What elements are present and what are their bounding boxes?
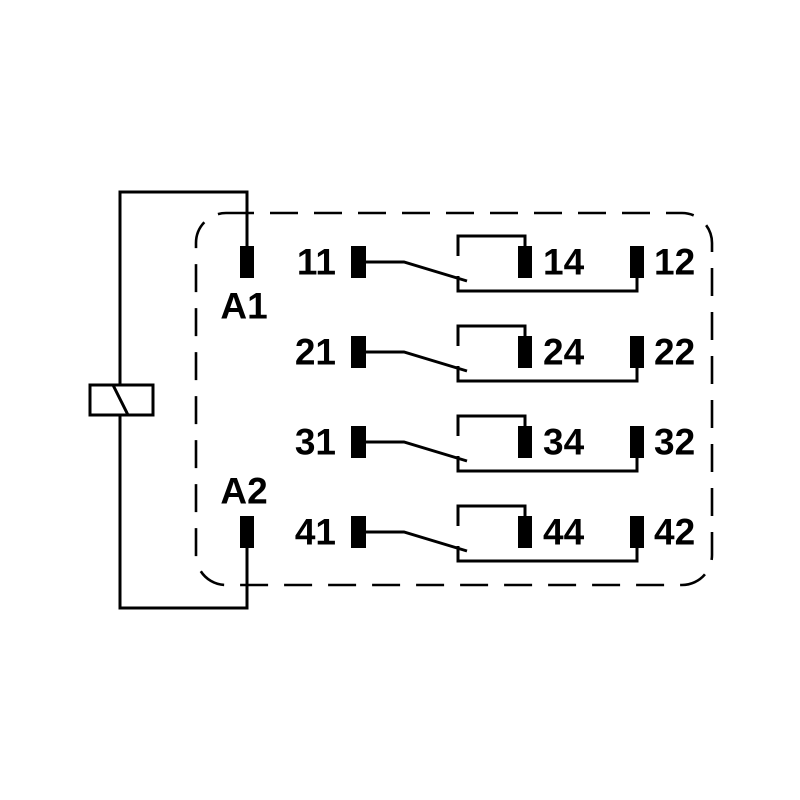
terminal-common-31: [351, 426, 366, 458]
terminal-a2: [240, 516, 254, 548]
label-nc-42: 42: [654, 512, 695, 553]
terminal-common-11: [351, 246, 366, 278]
terminal-no-14: [518, 246, 532, 278]
terminal-common-41: [351, 516, 366, 548]
terminal-no-44: [518, 516, 532, 548]
nc-contact-path-row-4: [456, 541, 639, 563]
switch-arm-row-2: [366, 350, 468, 373]
label-a2: A2: [220, 471, 267, 512]
nc-contact-path-row-2: [456, 361, 639, 383]
contact-row-1: 11 14 12: [297, 234, 695, 293]
terminal-common-21: [351, 336, 366, 368]
terminal-nc-22: [630, 336, 644, 368]
label-no-34: 34: [543, 422, 585, 463]
label-common-41: 41: [295, 512, 336, 553]
switch-arm-row-3: [366, 440, 468, 463]
label-common-31: 31: [295, 422, 336, 463]
label-nc-12: 12: [654, 242, 695, 283]
no-contact-bracket-row-2: [456, 324, 527, 346]
label-no-44: 44: [543, 512, 585, 553]
terminal-nc-42: [630, 516, 644, 548]
coil-symbol: [88, 383, 155, 417]
no-contact-bracket-row-1: [456, 234, 527, 256]
label-nc-32: 32: [654, 422, 695, 463]
terminal-a1: [240, 246, 254, 278]
nc-contact-path-row-1: [456, 271, 639, 293]
contact-row-4: 41 44 42: [295, 504, 695, 563]
nc-contact-path-row-3: [456, 451, 639, 473]
terminal-no-34: [518, 426, 532, 458]
terminal-nc-32: [630, 426, 644, 458]
terminal-nc-12: [630, 246, 644, 278]
label-common-11: 11: [297, 242, 336, 283]
label-common-21: 21: [295, 332, 336, 373]
switch-arm-row-1: [366, 260, 468, 283]
no-contact-bracket-row-4: [456, 504, 527, 526]
label-no-14: 14: [543, 242, 585, 283]
label-a1: A1: [220, 286, 267, 327]
contact-row-3: 31 34 32: [295, 414, 695, 473]
contact-row-2: 21 24 22: [295, 324, 695, 383]
relay-enclosure-dashed-border: [194, 211, 714, 587]
terminal-no-24: [518, 336, 532, 368]
label-nc-22: 22: [654, 332, 695, 373]
switch-arm-row-4: [366, 530, 468, 553]
no-contact-bracket-row-3: [456, 414, 527, 436]
coil-diagonal-stroke: [111, 384, 130, 416]
label-no-24: 24: [543, 332, 585, 373]
